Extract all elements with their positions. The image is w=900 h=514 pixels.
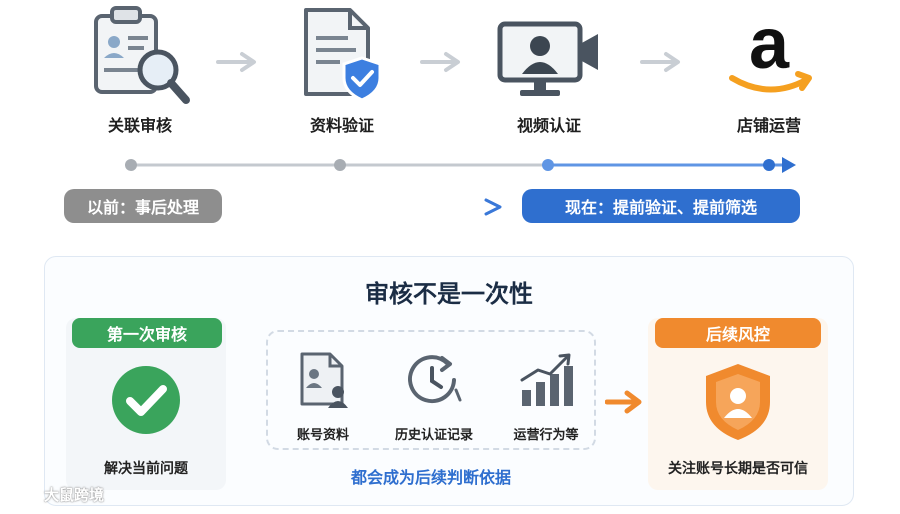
step-label-video-verification: 视频认证 — [516, 116, 581, 135]
now-badge: 现在：提前验证、提前筛选 — [522, 189, 800, 223]
document-shield-icon — [288, 2, 398, 110]
records-caption: 都会成为后续判断依据 — [350, 468, 511, 487]
record-label-operation-behavior: 运营行为等 — [513, 428, 579, 443]
video-call-icon — [494, 2, 604, 110]
watermark-logo-icon — [10, 485, 40, 505]
record-label-history: 历史认证记录 — [394, 428, 473, 443]
before-badge: 以前：事后处理 — [64, 189, 222, 223]
watermark: 大鼠跨境 — [10, 484, 104, 505]
dashed-arrow-icon — [234, 196, 506, 218]
step-label-document-verification: 资料验证 — [309, 116, 374, 135]
panel-title: 审核不是一次性 — [365, 280, 533, 308]
timeline-track — [0, 148, 900, 178]
first-review-tag: 第一次审核 — [72, 318, 222, 348]
step-arrow-icon — [216, 50, 262, 74]
growth-chart-icon — [516, 350, 576, 410]
orange-shield-user-icon — [700, 360, 776, 444]
clipboard-magnifier-icon — [84, 2, 194, 110]
follow-up-caption: 关注账号长期是否可信 — [668, 461, 808, 477]
green-check-circle-icon — [110, 364, 182, 436]
records-box — [266, 330, 596, 450]
step-label-store-operation: 店铺运营 — [736, 116, 801, 135]
first-review-caption: 解决当前问题 — [104, 461, 188, 477]
orange-arrow-icon — [604, 390, 647, 414]
step-label-association-review: 关联审核 — [107, 116, 172, 135]
step-arrow-icon — [420, 50, 466, 74]
profile-document-icon — [296, 350, 352, 410]
clock-history-icon — [404, 350, 464, 410]
record-label-account-info: 账号资料 — [296, 428, 349, 443]
step-arrow-icon — [640, 50, 686, 74]
follow-up-tag: 后续风控 — [655, 318, 821, 348]
amazon-logo-icon: a — [714, 2, 824, 110]
watermark-text: 大鼠跨境 — [44, 486, 105, 504]
svg-text:a: a — [749, 4, 790, 84]
